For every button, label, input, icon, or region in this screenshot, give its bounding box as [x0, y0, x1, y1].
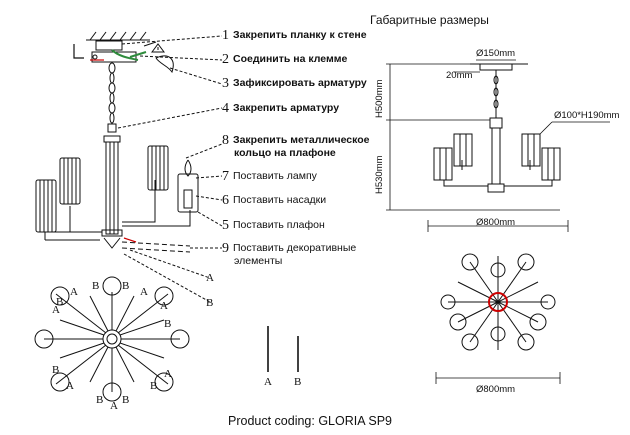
- label-b-rod: B: [294, 376, 302, 388]
- tv-label-a: A: [164, 368, 172, 380]
- label-a-pointer: A: [206, 272, 214, 284]
- dim-height-top: H500mm: [374, 79, 385, 118]
- dim-canopy: Ø150mm: [476, 48, 516, 59]
- tv-label-b: B: [92, 280, 100, 292]
- dim-width-top: Ø800mm: [476, 384, 516, 395]
- dim-height-body: H530mm: [374, 155, 385, 194]
- dim-width-side: Ø800mm: [476, 217, 516, 228]
- label-a-rod: A: [264, 376, 272, 388]
- center-column: [101, 135, 123, 249]
- decorative-rods: [121, 241, 191, 253]
- center-ring-red: [488, 292, 508, 312]
- tv-label-b: B: [56, 296, 64, 308]
- top-view-left: [34, 276, 190, 402]
- step-8-line2: кольцо на плафоне: [234, 147, 336, 159]
- tv-label-b: B: [96, 394, 104, 406]
- tv-label-a: A: [160, 300, 168, 312]
- tv-label-b: B: [122, 394, 130, 406]
- tv-label-a: A: [110, 400, 118, 412]
- tv-label-a: A: [52, 304, 60, 316]
- product-coding: Product coding: GLORIA SP9: [228, 414, 392, 428]
- tv-label-a: A: [140, 286, 148, 298]
- leader-lines: [117, 35, 223, 303]
- top-view-right: [440, 253, 556, 351]
- tv-label-b: B: [52, 364, 60, 376]
- side-view-right: [433, 63, 561, 193]
- red-arrows: [90, 59, 137, 243]
- step-9-line2: элементы: [234, 255, 283, 267]
- shades-side-view: [35, 145, 199, 233]
- label-b-pointer: B: [206, 297, 214, 309]
- dim-shade: Ø100*H190mm: [554, 110, 620, 121]
- tv-label-b: B: [164, 318, 172, 330]
- chain: [107, 62, 117, 133]
- dimensions-title: Габаритные размеры: [370, 13, 489, 27]
- tv-label-a: A: [70, 286, 78, 298]
- ceiling-mount: [73, 31, 174, 74]
- tv-label-b: B: [122, 280, 130, 292]
- tv-label-b: B: [150, 380, 158, 392]
- dim-offset: 20mm: [446, 70, 473, 81]
- dimension-lines: [386, 59, 610, 384]
- tv-label-a: A: [66, 380, 74, 392]
